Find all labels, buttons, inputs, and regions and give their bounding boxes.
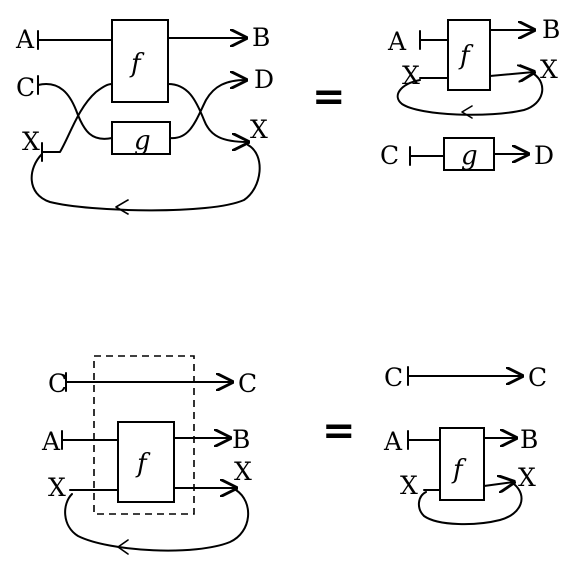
label-output-b: B	[232, 425, 250, 454]
label-input-c: C	[384, 363, 403, 392]
label-input-a: A	[387, 27, 407, 56]
label-input-a: A	[41, 427, 61, 456]
label-output-c: C	[238, 369, 257, 398]
top-lhs-diagram: f g A C X B D X	[15, 19, 274, 215]
box-g-label: g	[134, 126, 151, 156]
label-input-x: X	[400, 471, 418, 500]
box-g-label: g	[461, 141, 478, 171]
wire-f-to-x-crossing	[167, 83, 248, 142]
label-input-c: C	[380, 141, 399, 170]
wire-g-to-d-crossing	[169, 80, 246, 140]
label-input-a: A	[383, 427, 403, 456]
label-output-b: B	[542, 15, 560, 44]
wire-c-crossing	[37, 83, 113, 140]
label-input-c: C	[16, 73, 35, 102]
wire-x-crossing	[41, 83, 113, 153]
label-output-b: B	[252, 23, 270, 52]
feedback-loop-x	[64, 489, 250, 552]
label-output-b: B	[520, 425, 538, 454]
wire-f-to-x	[483, 482, 514, 486]
top-rhs-diagram: f A X B X g C D	[380, 15, 560, 171]
bottom-lhs-diagram: f C A X C B X	[41, 355, 257, 555]
box-f	[439, 427, 485, 501]
box-g	[443, 137, 495, 171]
label-output-d: D	[254, 65, 274, 94]
label-output-x: X	[540, 55, 558, 84]
feedback-loop-x	[418, 483, 523, 526]
label-output-x: X	[518, 463, 536, 492]
label-output-c: C	[528, 363, 547, 392]
box-f	[111, 19, 169, 103]
box-f	[117, 421, 175, 503]
feedback-loop-x	[30, 144, 261, 212]
box-f	[447, 19, 491, 91]
equals-sign-bottom: =	[322, 407, 356, 454]
dashed-scope-box	[93, 355, 195, 515]
label-input-a: A	[15, 25, 35, 54]
label-output-d: D	[534, 141, 554, 170]
loop-direction-arrow	[115, 199, 129, 215]
feedback-loop-x	[396, 73, 544, 116]
label-output-x: X	[250, 115, 268, 144]
equals-sign-top: =	[312, 73, 346, 120]
label-input-x: X	[48, 473, 66, 502]
label-input-x: X	[402, 61, 420, 90]
wire-f-to-x	[489, 72, 534, 76]
loop-direction-arrow	[117, 539, 129, 555]
label-input-c: C	[48, 369, 67, 398]
box-g	[111, 121, 171, 155]
label-input-x: X	[22, 127, 40, 156]
loop-direction-arrow	[461, 105, 473, 119]
bottom-rhs-diagram: C C f A X B X	[383, 363, 547, 526]
label-output-x: X	[234, 457, 252, 486]
